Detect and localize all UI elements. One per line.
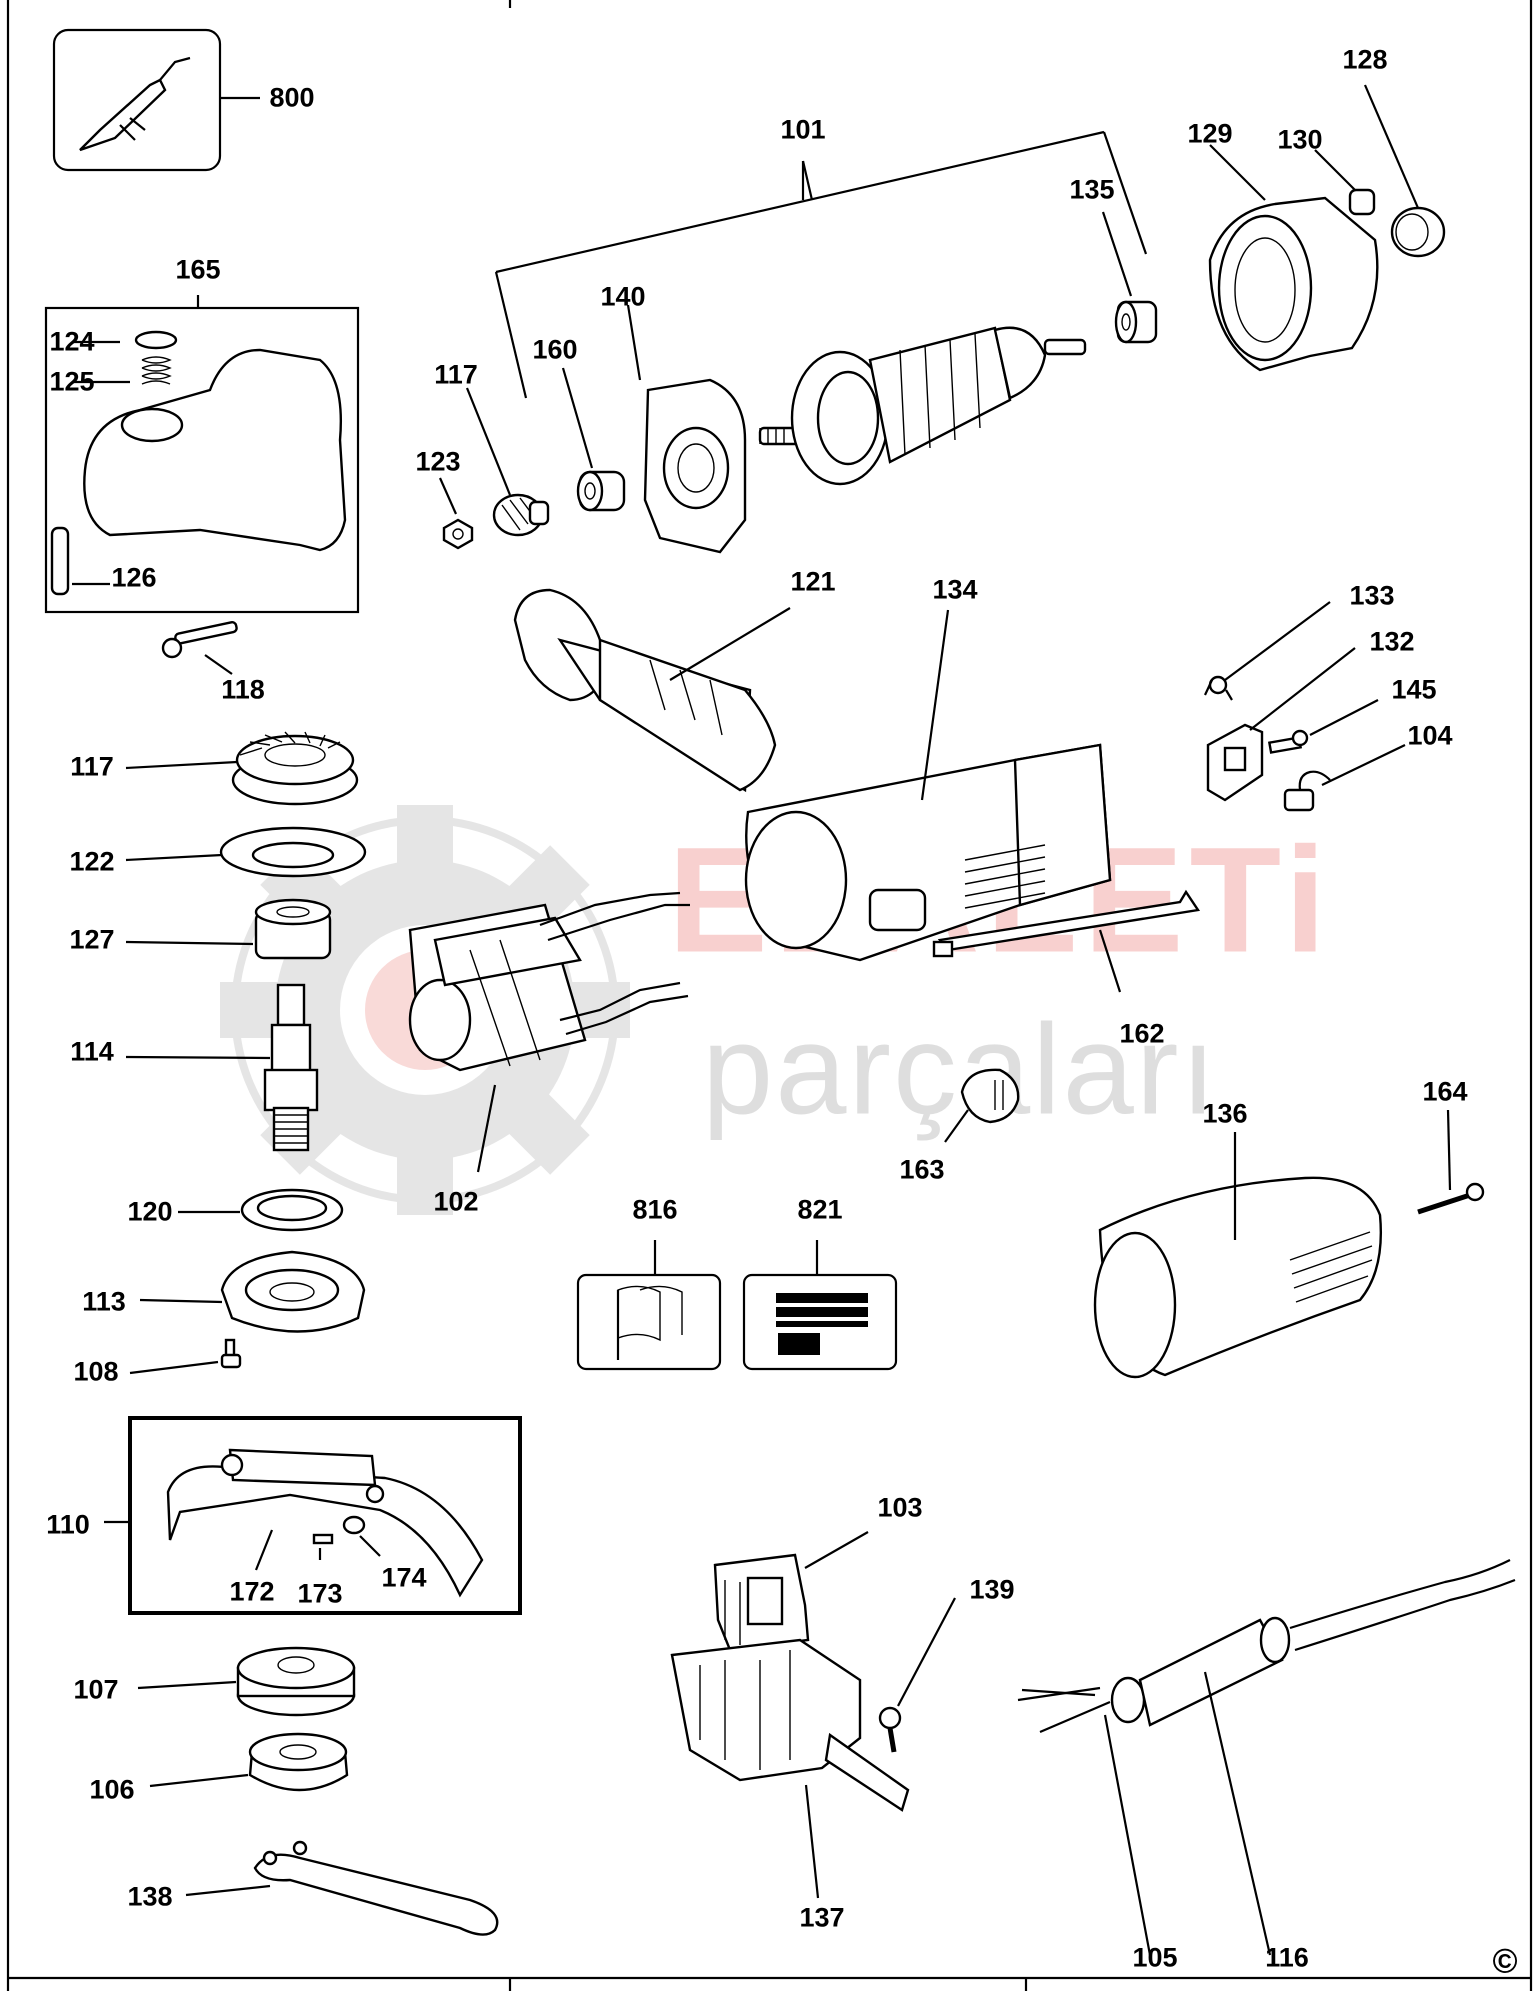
part-label-165: 165 xyxy=(175,254,221,285)
nameplate-821 xyxy=(742,1240,898,1371)
nut-123 xyxy=(438,477,474,550)
field-102 xyxy=(408,891,690,1173)
part-label-137: 137 xyxy=(799,1902,845,1933)
switch-103 xyxy=(713,1531,869,1652)
part-label-122: 122 xyxy=(69,846,115,877)
part-label-138: 138 xyxy=(127,1881,173,1912)
part-label-821: 821 xyxy=(797,1194,843,1225)
part-label-105: 105 xyxy=(1132,1942,1178,1973)
part-label-129: 129 xyxy=(1187,118,1233,149)
kit-800 xyxy=(52,28,260,172)
screw-139 xyxy=(878,1597,956,1753)
inner-flange-107 xyxy=(137,1646,356,1717)
plug-130 xyxy=(1314,149,1376,216)
bearing-plate-113 xyxy=(139,1250,366,1333)
end-cap-129 xyxy=(1208,144,1379,372)
part-label-102: 102 xyxy=(433,1186,479,1217)
part-label-106: 106 xyxy=(89,1774,135,1805)
spring-133 xyxy=(1204,601,1331,701)
outer-flange-106 xyxy=(149,1732,349,1792)
gear-housing-165 xyxy=(44,295,360,614)
cable-clamp-137 xyxy=(670,1638,910,1899)
part-label-160: 160 xyxy=(532,334,578,365)
seal-120 xyxy=(178,1188,344,1232)
part-label-130: 130 xyxy=(1277,124,1323,155)
screw-164 xyxy=(1417,1109,1485,1215)
part-label-108: 108 xyxy=(73,1356,119,1387)
part-label-132: 132 xyxy=(1369,626,1415,657)
watermark-subtitle: parçaları xyxy=(702,998,1218,1142)
spanner-138 xyxy=(185,1840,499,1936)
carbon-brush-104 xyxy=(1283,744,1406,812)
motor-housing-134 xyxy=(744,609,1112,962)
screw-108 xyxy=(129,1338,242,1375)
part-label-145: 145 xyxy=(1391,674,1437,705)
part-label-135: 135 xyxy=(1069,174,1115,205)
label-816 xyxy=(576,1240,722,1371)
part-label-128: 128 xyxy=(1342,44,1388,75)
part-label-114: 114 xyxy=(70,1036,114,1067)
washer-122 xyxy=(125,826,367,878)
part-label-123: 123 xyxy=(415,446,461,477)
bearing-135 xyxy=(1101,211,1158,344)
bevel-gear-117 xyxy=(125,731,359,806)
armature-101 xyxy=(758,326,1087,486)
baffle-140 xyxy=(626,304,747,554)
part-label-101: 101 xyxy=(780,114,826,145)
switch-button-163 xyxy=(944,1068,1020,1143)
part-label-103: 103 xyxy=(877,1492,923,1523)
part-label-133: 133 xyxy=(1349,580,1395,611)
part-label-140: 140 xyxy=(600,281,646,312)
part-label-136: 136 xyxy=(1202,1098,1248,1129)
bearing-160 xyxy=(561,367,626,512)
part-label-139: 139 xyxy=(969,1574,1015,1605)
part-label-120: 120 xyxy=(127,1196,173,1227)
brush-holder-132 xyxy=(1206,647,1356,802)
part-label-118: 118 xyxy=(221,674,265,705)
guard-assembly-110 xyxy=(104,1416,522,1615)
part-label-127: 127 xyxy=(69,924,115,955)
switch-rod-162 xyxy=(932,889,1201,993)
page-frame xyxy=(6,0,1533,1991)
part-label-124: 124 xyxy=(49,326,95,357)
cable-105-116 xyxy=(1017,1559,1516,1956)
copyright-mark: © xyxy=(1492,1942,1518,1981)
part-label-110: 110 xyxy=(46,1509,90,1540)
part-label-117-pinion: 117 xyxy=(434,359,478,390)
ring-128 xyxy=(1363,84,1446,258)
part-label-126: 126 xyxy=(111,562,157,593)
part-label-107: 107 xyxy=(73,1674,119,1705)
part-label-134: 134 xyxy=(932,574,978,605)
part-label-174: 174 xyxy=(381,1562,427,1593)
part-label-816: 816 xyxy=(632,1194,678,1225)
part-label-104: 104 xyxy=(1407,720,1453,751)
part-label-164: 164 xyxy=(1422,1076,1468,1107)
part-label-800: 800 xyxy=(269,82,315,113)
part-label-162: 162 xyxy=(1119,1018,1165,1049)
screw-118 xyxy=(161,621,238,675)
part-label-163: 163 xyxy=(899,1154,945,1185)
part-label-125: 125 xyxy=(49,366,95,397)
part-label-173: 173 xyxy=(297,1578,343,1609)
part-label-116: 116 xyxy=(1265,1942,1309,1973)
part-label-113: 113 xyxy=(82,1286,126,1317)
screw-145 xyxy=(1267,699,1379,754)
spindle-114 xyxy=(125,983,319,1152)
part-label-117-gear: 117 xyxy=(70,751,114,782)
rear-cover-136 xyxy=(1093,1132,1382,1379)
part-label-172: 172 xyxy=(229,1576,275,1607)
bearing-127 xyxy=(125,898,332,960)
side-handle-121 xyxy=(513,588,791,793)
part-label-121: 121 xyxy=(790,566,836,597)
pinion-117 xyxy=(465,387,550,537)
bracket-101 xyxy=(494,130,1148,399)
